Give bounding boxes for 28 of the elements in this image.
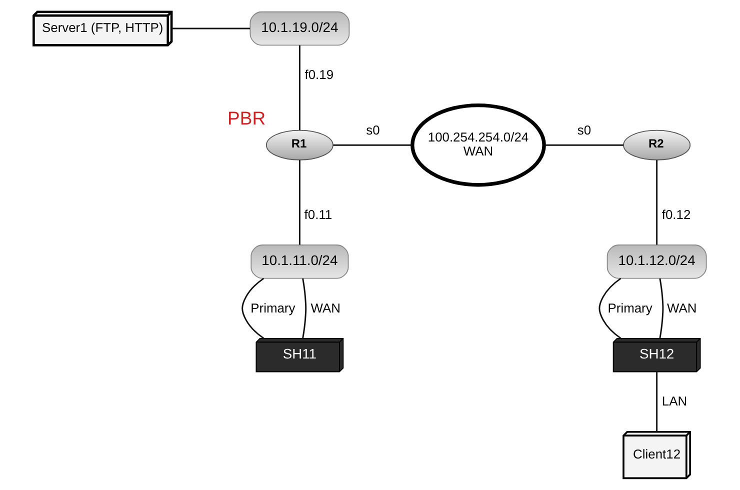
connector: [298, 45, 300, 130]
connector: [656, 160, 658, 245]
node-ellipse: R2: [623, 130, 691, 160]
connector: [298, 160, 300, 245]
node-box: 10.1.19.0/24: [250, 11, 350, 46]
edge-label: Primary: [250, 300, 296, 316]
edge-label: s0: [577, 122, 592, 138]
edge-label: Primary: [608, 300, 652, 316]
node-box: 10.1.11.0/24: [250, 244, 349, 279]
edge-label: WAN: [666, 300, 697, 316]
connector: [242, 278, 264, 339]
edge-label: LAN: [662, 394, 688, 409]
connector: [333, 144, 412, 146]
node-ellipse: 100.254.254.0/24 WAN: [410, 103, 546, 187]
connector: [656, 372, 658, 432]
node-label: PBR: [228, 108, 266, 129]
node-box: 10.1.12.0/24: [606, 244, 707, 279]
edge-label: s0: [366, 122, 380, 138]
edge-label: WAN: [310, 300, 340, 316]
node-ellipse: R1: [266, 130, 334, 160]
connector: [302, 278, 307, 338]
edge-label: f0.19: [304, 67, 334, 82]
connector: [172, 28, 250, 30]
edge-label: f0.12: [662, 206, 691, 222]
connector: [544, 144, 624, 146]
edge-label: f0.11: [304, 206, 332, 222]
connector: [659, 278, 664, 338]
connector: [598, 278, 622, 339]
